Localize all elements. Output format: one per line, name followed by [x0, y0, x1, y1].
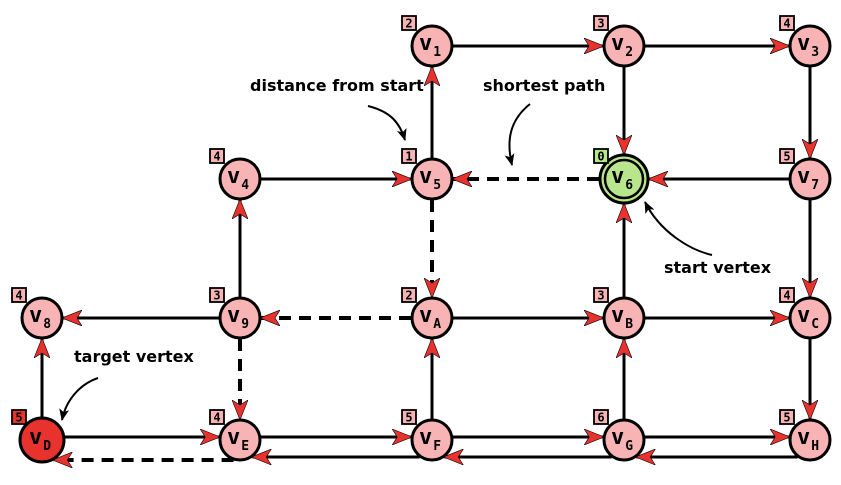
edges-layer — [42, 46, 810, 460]
distance-label-7: 5 — [783, 150, 790, 164]
distance-badge-H — [779, 409, 795, 425]
vertex-3[interactable]: v3 4 — [779, 15, 832, 68]
distance-label-E: 4 — [213, 411, 220, 425]
vertex-label-D: vD — [29, 425, 51, 454]
annotation-start-vertex: start vertex — [664, 258, 772, 277]
distance-badge-1 — [401, 15, 417, 31]
start-vertex-inner-ring — [603, 158, 645, 200]
annotations-layer: distance from start shortest path start … — [59, 76, 772, 421]
vertex-circle-C — [788, 296, 832, 340]
vertex-label-8: v8 — [29, 303, 51, 332]
distance-badge-5 — [401, 148, 417, 164]
vertex-label-6: v6 — [611, 164, 633, 193]
annotation-pointer-target-vertex — [59, 377, 99, 421]
distance-badge-F — [401, 409, 417, 425]
vertex-circle-5 — [410, 157, 454, 201]
vertex-circle-4 — [218, 157, 262, 201]
vertex-label-9: v9 — [227, 303, 249, 332]
distance-label-C: 4 — [783, 289, 790, 303]
vertex-label-3: v3 — [797, 31, 819, 60]
nodes-layer: v12v23v34v44v51v60v75v84v93vA2vB3vC4vD5v… — [11, 15, 832, 464]
vertex-6[interactable]: v6 0 — [593, 148, 650, 205]
distance-badge-4 — [209, 148, 225, 164]
vertex-label-C: vC — [797, 303, 819, 332]
distance-label-4: 4 — [213, 150, 220, 164]
distance-label-3: 4 — [783, 17, 790, 31]
distance-badge-2 — [593, 15, 609, 31]
distance-label-9: 3 — [213, 289, 220, 303]
distance-badge-E — [209, 409, 225, 425]
vertex-label-1: v1 — [419, 31, 441, 60]
vertex-2[interactable]: v2 3 — [593, 15, 646, 68]
vertex-9[interactable]: v9 3 — [209, 287, 262, 340]
vertex-circle-D — [18, 416, 66, 464]
distance-label-H: 5 — [783, 411, 790, 425]
vertex-circle-G — [602, 418, 646, 462]
vertex-label-4: v4 — [227, 164, 249, 193]
distance-badge-3 — [779, 15, 795, 31]
distance-badge-6 — [593, 148, 609, 164]
vertex-E[interactable]: vE 4 — [209, 409, 262, 462]
distance-badge-7 — [779, 148, 795, 164]
distance-label-6: 0 — [597, 150, 604, 164]
vertex-1[interactable]: v1 2 — [401, 15, 454, 68]
distance-label-1: 2 — [405, 17, 412, 31]
vertex-circle-2 — [602, 24, 646, 68]
vertex-circle-9 — [218, 296, 262, 340]
annotation-target-vertex: target vertex — [74, 347, 195, 366]
vertex-7[interactable]: v7 5 — [779, 148, 832, 201]
vertex-label-E: vE — [227, 425, 249, 454]
distance-label-2: 3 — [597, 17, 604, 31]
vertex-label-F: vF — [419, 425, 441, 454]
annotation-distance-from-start: distance from start — [250, 76, 424, 95]
vertex-label-H: vH — [797, 425, 819, 454]
vertex-D[interactable]: vD 5 — [11, 409, 66, 464]
vertex-circle-6 — [598, 153, 650, 205]
distance-badge-G — [593, 409, 609, 425]
vertex-label-G: vG — [611, 425, 633, 454]
distance-label-A: 2 — [405, 289, 412, 303]
vertex-label-A: vA — [419, 303, 441, 332]
vertex-B[interactable]: vB 3 — [593, 287, 646, 340]
annotation-pointer-shortest-path — [504, 103, 531, 166]
vertex-label-B: vB — [611, 303, 633, 332]
distance-label-G: 6 — [597, 411, 604, 425]
vertex-circle-3 — [788, 24, 832, 68]
vertex-label-7: v7 — [797, 164, 819, 193]
vertex-circle-H — [788, 418, 832, 462]
distance-badge-C — [779, 287, 795, 303]
vertex-circle-B — [602, 296, 646, 340]
distance-badge-D — [11, 409, 27, 425]
vertex-circle-1 — [410, 24, 454, 68]
distance-badge-B — [593, 287, 609, 303]
vertex-4[interactable]: v4 4 — [209, 148, 262, 201]
distance-label-5: 1 — [405, 150, 412, 164]
vertex-C[interactable]: vC 4 — [779, 287, 832, 340]
annotation-pointer-distance — [367, 105, 407, 141]
distance-label-B: 3 — [597, 289, 604, 303]
vertex-circle-E — [218, 418, 262, 462]
vertex-5[interactable]: v5 1 — [401, 148, 454, 201]
distance-badge-8 — [11, 287, 27, 303]
distance-label-F: 5 — [405, 411, 412, 425]
annotation-shortest-path: shortest path — [483, 76, 605, 95]
vertex-label-2: v2 — [611, 31, 633, 60]
vertex-label-5: v5 — [419, 164, 441, 193]
annotation-pointer-start-vertex — [644, 201, 713, 256]
vertex-circle-7 — [788, 157, 832, 201]
vertex-circle-8 — [20, 296, 64, 340]
distance-label-8: 4 — [15, 289, 22, 303]
vertex-circle-F — [410, 418, 454, 462]
vertex-8[interactable]: v8 4 — [11, 287, 64, 340]
vertex-G[interactable]: vG 6 — [593, 409, 646, 462]
distance-label-D: 5 — [15, 411, 22, 425]
distance-badge-9 — [209, 287, 225, 303]
vertex-H[interactable]: vH 5 — [779, 409, 832, 462]
vertex-A[interactable]: vA 2 — [401, 287, 454, 340]
vertex-circle-A — [410, 296, 454, 340]
vertex-F[interactable]: vF 5 — [401, 409, 454, 462]
distance-badge-A — [401, 287, 417, 303]
